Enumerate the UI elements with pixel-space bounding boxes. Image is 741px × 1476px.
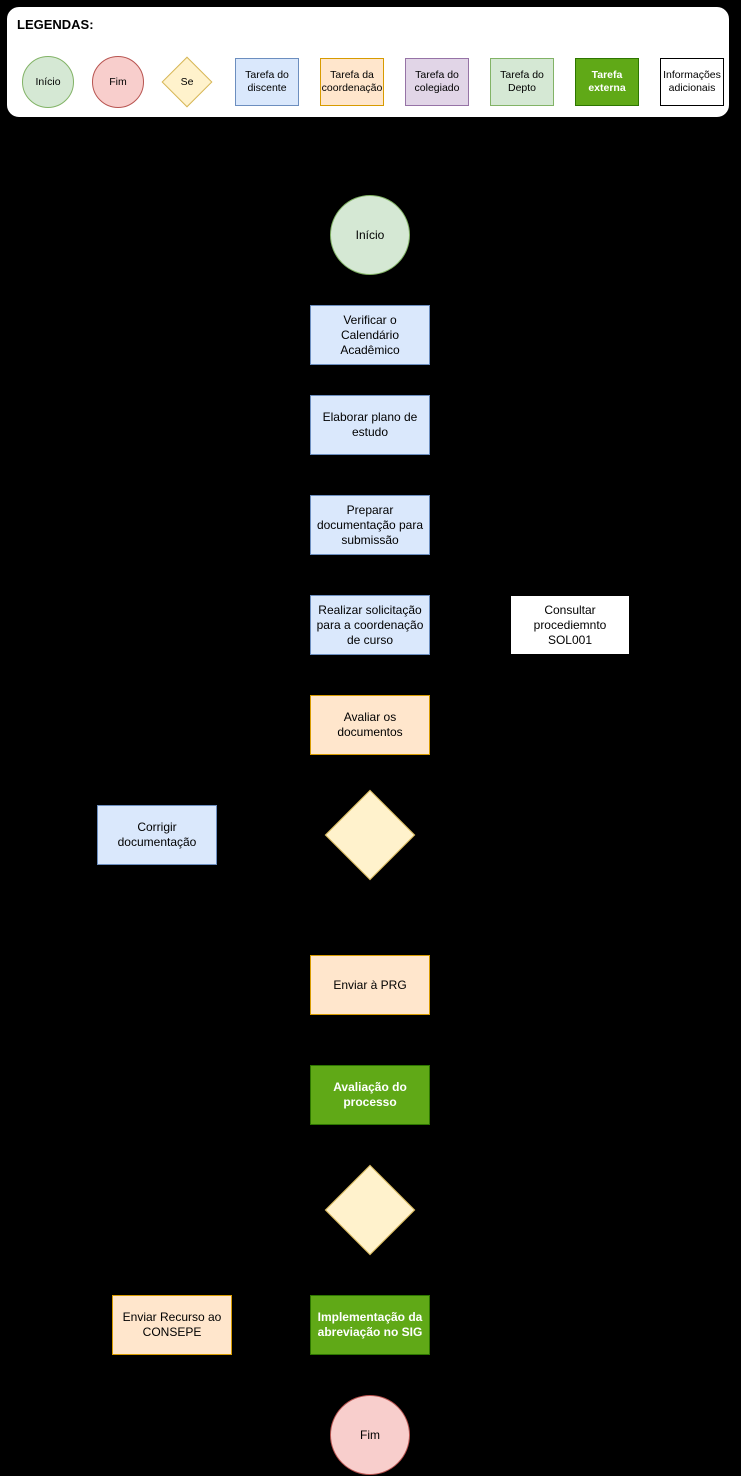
node-avaliacao-processo: Avaliação do processo: [310, 1065, 430, 1125]
legend-tarefa-depto-label: Tarefa do Depto: [500, 69, 544, 94]
node-fim: Fim: [330, 1395, 410, 1475]
node-corrigir-documentacao: Corrigir documentação: [97, 805, 217, 865]
node-realizar-solicitacao-label: Realizar solicitação para a coordenação …: [316, 602, 424, 647]
node-decision-2: [324, 1164, 416, 1256]
node-corrigir-documentacao-label: Corrigir documentação: [117, 820, 197, 849]
legend-informacoes-shape: Informações adicionais: [660, 58, 724, 106]
legend-tarefa-discente-label: Tarefa do discente: [245, 69, 289, 94]
node-enviar-prg-label: Enviar à PRG: [333, 977, 407, 992]
legend-tarefa-coordenacao-label: Tarefa da coordenação: [321, 69, 383, 94]
legend-tarefa-externa-label: Tarefa externa: [588, 69, 626, 94]
node-consultar-procedimento: Consultar procediemnto SOL001: [510, 595, 630, 655]
decision-diamond-icon: [324, 1164, 416, 1256]
node-enviar-recurso-consepe-label: Enviar Recurso ao CONSEPE: [122, 1310, 222, 1339]
legend-se-label: Se: [180, 75, 194, 88]
node-enviar-prg: Enviar à PRG: [310, 955, 430, 1015]
node-elaborar-plano: Elaborar plano de estudo: [310, 395, 430, 455]
node-implementacao-sig-label: Implementação da abreviação no SIG: [317, 1310, 423, 1339]
node-fim-label: Fim: [360, 1427, 380, 1442]
legend-tarefa-colegiado-shape: Tarefa do colegiado: [405, 58, 469, 106]
node-elaborar-plano-label: Elaborar plano de estudo: [322, 410, 418, 439]
legend-fim-shape: Fim: [92, 56, 144, 108]
node-decision-1: [324, 789, 416, 881]
node-avaliacao-processo-label: Avaliação do processo: [333, 1080, 407, 1109]
node-preparar-documentacao-label: Preparar documentação para submissão: [316, 502, 424, 547]
legend-fim-label: Fim: [109, 75, 127, 88]
legend-informacoes-label: Informações adicionais: [663, 69, 721, 94]
legend-tarefa-colegiado-label: Tarefa do colegiado: [414, 69, 460, 94]
node-preparar-documentacao: Preparar documentação para submissão: [310, 495, 430, 555]
node-inicio: Início: [330, 195, 410, 275]
node-avaliar-documentos: Avaliar os documentos: [310, 695, 430, 755]
node-enviar-recurso-consepe: Enviar Recurso ao CONSEPE: [112, 1295, 232, 1355]
node-avaliar-documentos-label: Avaliar os documentos: [337, 710, 403, 739]
legend-panel: LEGENDAS: Início Fim Se Tarefa do discen…: [5, 5, 731, 119]
legend-tarefa-coordenacao-shape: Tarefa da coordenação: [320, 58, 384, 106]
node-realizar-solicitacao: Realizar solicitação para a coordenação …: [310, 595, 430, 655]
node-consultar-procedimento-label: Consultar procediemnto SOL001: [533, 602, 607, 647]
node-verificar-calendario-label: Verificar o Calendário Acadêmico: [340, 312, 400, 357]
legend-tarefa-externa-shape: Tarefa externa: [575, 58, 639, 106]
node-verificar-calendario: Verificar o Calendário Acadêmico: [310, 305, 430, 365]
legend-tarefa-depto-shape: Tarefa do Depto: [490, 58, 554, 106]
legend-tarefa-discente-shape: Tarefa do discente: [235, 58, 299, 106]
decision-diamond-icon: [324, 789, 416, 881]
legend-se-shape: Se: [161, 56, 213, 108]
legend-title: LEGENDAS:: [17, 17, 94, 32]
legend-inicio-shape: Início: [22, 56, 74, 108]
node-inicio-label: Início: [355, 227, 385, 242]
legend-inicio-label: Início: [35, 75, 61, 88]
node-implementacao-sig: Implementação da abreviação no SIG: [310, 1295, 430, 1355]
